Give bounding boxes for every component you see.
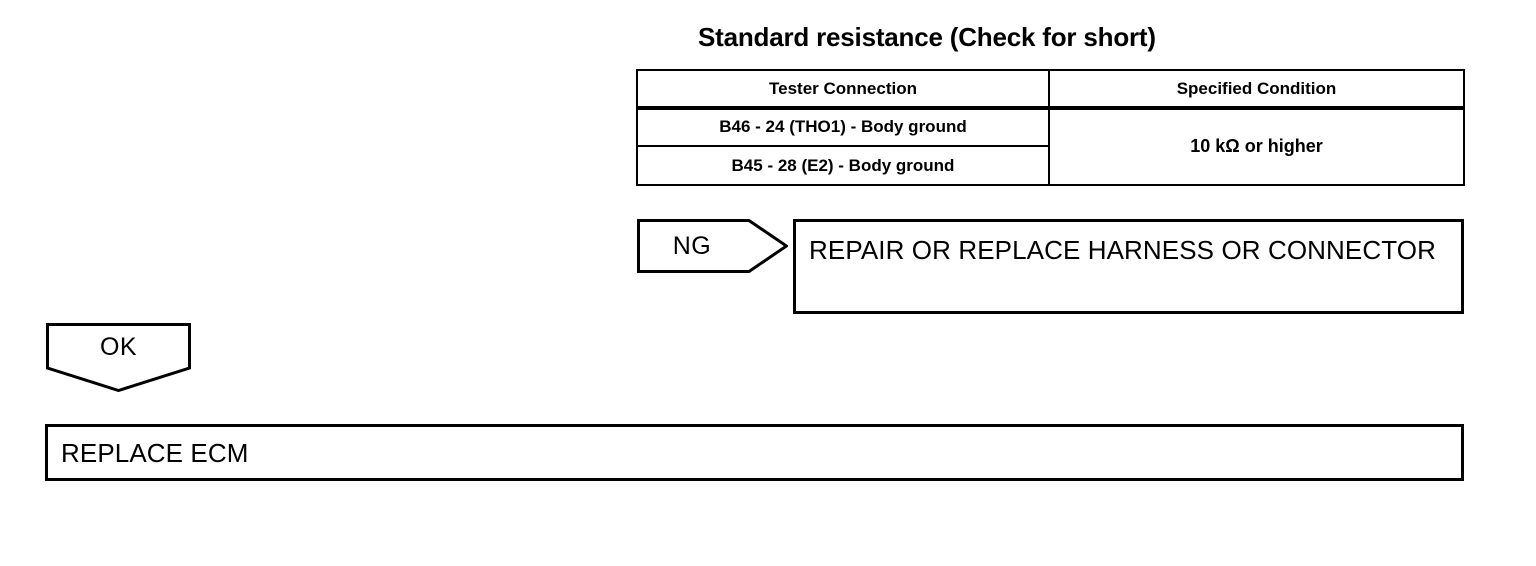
repair-or-replace-harness-box: REPAIR OR REPLACE HARNESS OR CONNECTOR — [793, 219, 1464, 314]
column-header-specified-condition: Specified Condition — [1048, 69, 1465, 108]
table-row: B46 - 24 (THO1) - Body ground 10 kΩ or h… — [636, 106, 1465, 186]
replace-ecm-box: REPLACE ECM — [45, 424, 1464, 481]
table-row: B45 - 28 (E2) - Body ground — [636, 145, 1464, 186]
repair-or-replace-harness-text: REPAIR OR REPLACE HARNESS OR CONNECTOR — [809, 235, 1436, 265]
ng-flag: NG — [637, 219, 788, 273]
replace-ecm-text: REPLACE ECM — [61, 438, 249, 468]
cell-tester-connection-2: B45 - 28 (E2) - Body ground — [636, 145, 1050, 186]
ng-flag-arrow-icon — [637, 219, 788, 273]
cell-tester-connection-1: B46 - 24 (THO1) - Body ground — [636, 106, 1050, 147]
ok-flag: OK — [46, 323, 191, 392]
standard-resistance-table: Tester Connection Specified Condition B4… — [636, 69, 1465, 186]
column-header-tester-connection: Tester Connection — [636, 69, 1050, 108]
table-header-row: Tester Connection Specified Condition — [636, 69, 1465, 108]
ok-flag-label: OK — [99, 332, 138, 361]
cell-specified-condition: 10 kΩ or higher — [1048, 106, 1465, 186]
ok-flag-arrow-icon — [46, 323, 191, 392]
ng-flag-label: NG — [672, 231, 712, 260]
standard-resistance-title: Standard resistance (Check for short) — [698, 22, 1156, 52]
table-header-double-rule — [636, 108, 1463, 110]
